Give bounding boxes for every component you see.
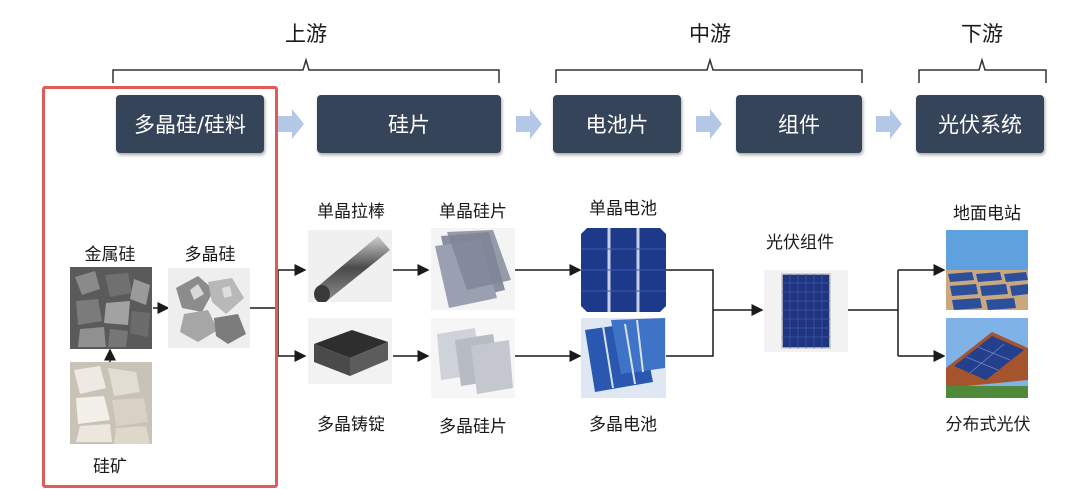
mono-wafer-image <box>431 228 515 310</box>
midstream-brace <box>555 57 863 83</box>
multi-wafer-label: 多晶硅片 <box>439 417 507 437</box>
ground-station-label: 地面电站 <box>953 204 1021 224</box>
flow-arrow-1 <box>278 109 304 139</box>
wafer-box: 硅片 <box>317 95 501 153</box>
multi-ingot-label: 多晶铸锭 <box>317 415 385 435</box>
polysilicon-material-box: 多晶硅/硅料 <box>116 95 264 153</box>
upstream-title: 上游 <box>285 22 327 46</box>
polysilicon-image <box>168 268 250 348</box>
distributed-pv-label: 分布式光伏 <box>945 415 1031 435</box>
upstream-brace <box>112 57 500 83</box>
mono-ingot-label: 单晶拉棒 <box>317 202 385 222</box>
silicon-ore-label: 硅矿 <box>93 457 127 477</box>
cell-box: 电池片 <box>553 95 681 153</box>
midstream-title: 中游 <box>689 22 731 46</box>
multi-wafer-image <box>431 318 515 398</box>
pv-module-label: 光伏组件 <box>766 233 834 253</box>
mono-ingot-image <box>308 230 392 302</box>
downstream-title: 下游 <box>961 22 1003 46</box>
upstream-highlight-frame <box>42 86 278 488</box>
flow-arrow-3 <box>696 109 722 139</box>
mono-cell-label: 单晶电池 <box>589 199 657 219</box>
pv-system-box: 光伏系统 <box>916 95 1044 153</box>
pv-module-image <box>764 270 848 352</box>
mono-wafer-label: 单晶硅片 <box>439 202 507 222</box>
downstream-brace <box>918 57 1047 83</box>
distributed-pv-image <box>946 318 1028 398</box>
metal-silicon-label: 金属硅 <box>84 245 136 265</box>
multi-ingot-image <box>308 318 392 384</box>
mono-cell-image <box>581 228 666 312</box>
ground-station-image <box>946 230 1028 310</box>
flow-arrow-4 <box>876 109 902 139</box>
flow-arrow-2 <box>516 109 542 139</box>
silicon-ore-image <box>70 362 152 444</box>
module-split-line <box>848 270 899 356</box>
metal-silicon-image <box>70 267 152 349</box>
poly-split-line <box>250 270 279 356</box>
polysilicon-label: 多晶硅 <box>184 245 236 265</box>
multi-cell-label: 多晶电池 <box>589 415 657 435</box>
multi-cell-image <box>581 318 666 398</box>
cells-merge-line <box>666 269 740 357</box>
module-box: 组件 <box>736 95 862 153</box>
